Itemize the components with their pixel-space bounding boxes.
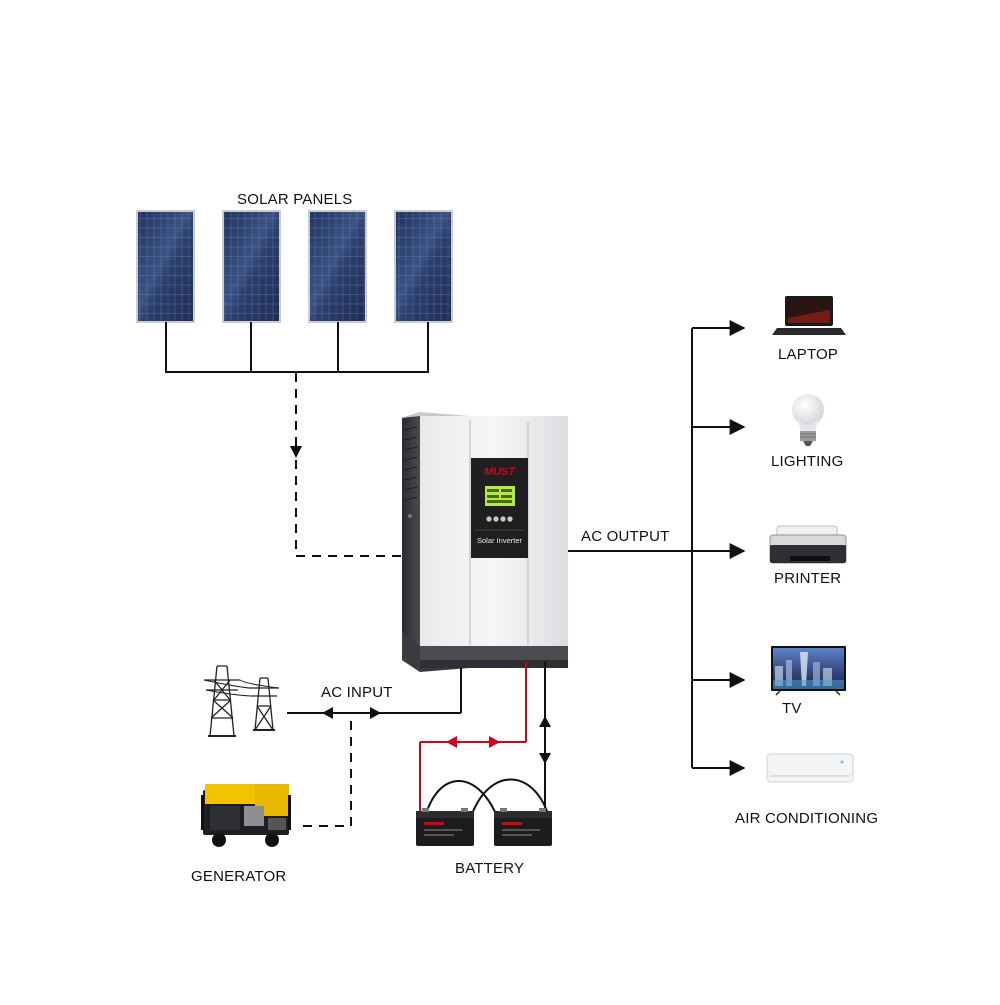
printer-icon [769, 525, 847, 564]
inverter-model-text: Solar Inverter [477, 536, 523, 545]
bidirectional-arrow-icon [446, 736, 500, 748]
generator-label: GENERATOR [191, 868, 287, 885]
laptop-icon [772, 296, 846, 335]
ac-output-label: AC OUTPUT [581, 528, 670, 545]
solar-to-inverter-link [295, 373, 402, 557]
generator-icon [201, 784, 291, 847]
light-bulb-icon [792, 394, 824, 446]
load-label-lighting: LIGHTING [771, 453, 844, 470]
power-tower-icon [249, 677, 279, 731]
down-arrow-icon [290, 446, 302, 458]
brand-logo: MUST [484, 466, 516, 478]
solar-panel-icon [394, 210, 453, 323]
battery-label: BATTERY [455, 860, 525, 877]
solar-panel-icon [222, 210, 281, 323]
solar-panels-label: SOLAR PANELS [237, 191, 353, 208]
power-tower-icon [204, 665, 240, 737]
load-label-printer: PRINTER [774, 570, 842, 587]
control-buttons [486, 516, 513, 522]
power-lines [203, 679, 280, 697]
tv-icon [771, 646, 846, 696]
solar-panel-array [136, 210, 453, 323]
battery-interconnect-cable [425, 778, 549, 815]
battery-icon [416, 808, 474, 846]
battery-icon [494, 808, 552, 846]
load-label-tv: TV [782, 700, 802, 717]
load-label-air-conditioning: AIR CONDITIONING [735, 810, 879, 827]
load-label-laptop: LAPTOP [778, 346, 839, 363]
inverter-unit: MUST Solar Inverter [402, 412, 568, 672]
air-conditioner-icon [766, 753, 854, 783]
ac-output-bus [568, 320, 746, 776]
bidirectional-arrow-icon [539, 716, 551, 764]
solar-panel-icon [308, 210, 367, 323]
ac-input-label: AC INPUT [321, 684, 393, 701]
solar-bus-line [165, 322, 429, 373]
battery-link-positive [419, 662, 527, 812]
generator-link [303, 713, 352, 827]
solar-panel-icon [136, 210, 195, 323]
control-panel [471, 458, 528, 558]
